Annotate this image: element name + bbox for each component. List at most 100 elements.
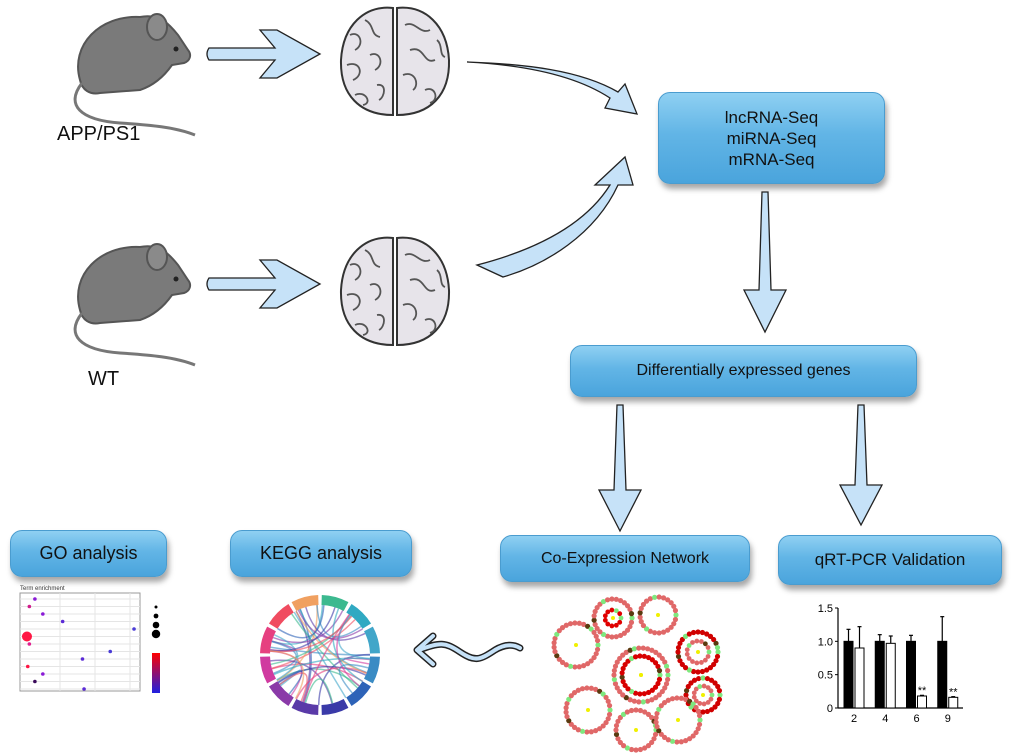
size-legend-dot: [155, 606, 158, 609]
mouse-icon: [60, 5, 210, 135]
coexpression-label: Co-Expression Network: [541, 550, 709, 568]
network-node: [706, 645, 711, 650]
network-node: [702, 702, 707, 707]
go-analysis-box: GO analysis: [10, 530, 167, 577]
brain-icon: [335, 5, 455, 117]
network-node: [665, 668, 670, 673]
network-node: [584, 729, 589, 734]
data-point: [22, 632, 32, 642]
network-node: [636, 645, 641, 650]
hub-node: [634, 728, 638, 732]
network-node: [715, 645, 720, 650]
qrtpcr-bar-chart: 00.51.01.524**6**9: [810, 600, 970, 730]
network-node: [552, 645, 557, 650]
arrow-icon: [836, 405, 886, 527]
network-node: [699, 660, 704, 665]
network-node: [572, 620, 577, 625]
y-tick-label: 1.0: [818, 636, 833, 648]
network-node: [641, 699, 646, 704]
kegg-chord-diagram: [255, 590, 385, 720]
mouse-label-app-ps1: APP/PS1: [57, 123, 140, 146]
y-tick-label: 1.5: [818, 603, 833, 615]
network-node: [665, 672, 670, 677]
x-tick-label: 4: [882, 713, 888, 725]
network-node: [633, 654, 638, 659]
network-node: [612, 668, 617, 673]
network-node: [609, 624, 614, 629]
chord-sector: [364, 627, 380, 654]
network-node: [685, 652, 690, 657]
arrow-icon: [595, 405, 645, 533]
significance-label: **: [949, 686, 958, 698]
network-node: [674, 695, 679, 700]
network-node: [632, 646, 637, 651]
plot-title: Term enrichment: [20, 586, 65, 592]
bar: [938, 641, 947, 708]
bar: [844, 641, 853, 708]
network-node: [568, 621, 573, 626]
network-node: [700, 669, 705, 674]
coexpression-box: Co-Expression Network: [500, 535, 750, 582]
network-node: [676, 654, 681, 659]
network-node: [609, 608, 614, 613]
network-node: [675, 649, 680, 654]
arrow-icon: [740, 192, 790, 334]
network-node: [654, 720, 659, 725]
network-node: [564, 714, 569, 719]
kegg-analysis-label: KEGG analysis: [260, 543, 382, 564]
data-point: [41, 612, 45, 616]
hub-node: [656, 613, 660, 617]
deg-box: Differentially expressed genes: [570, 345, 917, 397]
x-tick-label: 9: [945, 713, 951, 725]
network-node: [690, 640, 695, 645]
network-node: [645, 699, 650, 704]
mouse-label-wt: WT: [88, 368, 119, 391]
network-node: [564, 705, 569, 710]
brain-icon: [335, 235, 455, 347]
data-point: [82, 687, 86, 691]
network-node: [629, 708, 634, 713]
network-node: [613, 727, 618, 732]
network-node: [619, 616, 624, 621]
network-node: [584, 685, 589, 690]
arrow-icon: [205, 28, 325, 80]
network-node: [633, 707, 638, 712]
sequencing-box: lncRNA-Seq miRNA-Seq mRNA-Seq: [658, 92, 885, 184]
network-node: [715, 649, 720, 654]
network-node: [691, 630, 696, 635]
network-node: [614, 732, 619, 737]
network-node: [717, 688, 722, 693]
network-node: [572, 664, 577, 669]
network-node: [589, 729, 594, 734]
network-node: [552, 640, 557, 645]
network-node: [694, 639, 699, 644]
network-node: [697, 717, 702, 722]
network-node: [665, 677, 670, 682]
network-node: [696, 676, 701, 681]
bar: [907, 641, 916, 708]
data-point: [28, 605, 32, 609]
hub-node: [676, 718, 680, 722]
network-node: [639, 619, 644, 624]
network-node: [552, 649, 557, 654]
size-legend-dot: [153, 622, 160, 629]
hub-node: [701, 693, 705, 697]
x-tick-label: 2: [851, 713, 857, 725]
sequencing-item: mRNA-Seq: [729, 149, 815, 170]
network-node: [638, 615, 643, 620]
network-node: [695, 669, 700, 674]
hub-node: [586, 708, 590, 712]
bar: [949, 697, 958, 708]
data-point: [132, 627, 136, 631]
plot-frame: [20, 593, 140, 691]
network-node: [705, 709, 710, 714]
y-tick-label: 0: [827, 703, 833, 715]
network-node: [673, 608, 678, 613]
arrow-icon: [475, 155, 650, 280]
bar: [875, 641, 884, 708]
network-node: [638, 610, 643, 615]
significance-label: **: [918, 685, 927, 697]
kegg-analysis-box: KEGG analysis: [230, 530, 412, 577]
bar: [918, 696, 927, 708]
network-node: [564, 710, 569, 715]
